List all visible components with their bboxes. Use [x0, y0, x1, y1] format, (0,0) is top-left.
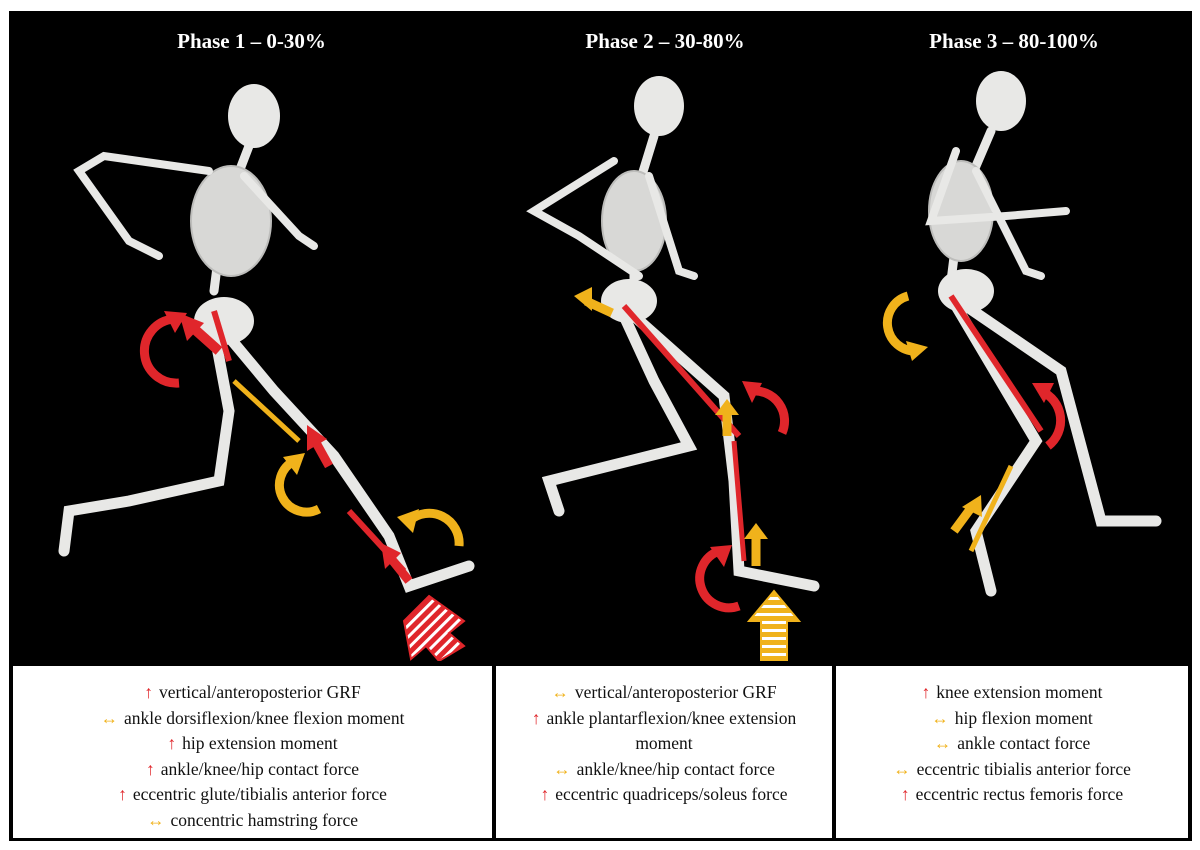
- phase-2-legend: ↔vertical/anteroposterior GRF ↑ankle pla…: [496, 666, 832, 838]
- legend-item: ↑eccentric rectus femoris force: [844, 782, 1180, 808]
- phase-2-title: Phase 2 – 30-80%: [585, 29, 745, 53]
- up-arrow-icon: ↑: [144, 682, 154, 702]
- up-arrow-icon: ↑: [167, 733, 177, 753]
- muscle-lines: [948, 294, 1044, 553]
- legend-item: ↔eccentric tibialis anterior force: [844, 757, 1180, 783]
- phase-1-panel: Phase 1 – 0-30%: [9, 11, 494, 666]
- skeleton: [925, 71, 1162, 597]
- phase-2-panel: Phase 2 – 30-80%: [494, 11, 836, 666]
- up-arrow-icon: ↑: [118, 784, 127, 804]
- legend-item: ↑eccentric glute/tibialis anterior force: [21, 782, 484, 808]
- phase-3-panel: Phase 3 – 80-100%: [836, 11, 1192, 666]
- skeleton: [526, 76, 820, 592]
- figure-frame: Phase 1 – 0-30%: [9, 11, 1192, 841]
- up-arrow-icon: ↑: [531, 707, 541, 728]
- phase-2-legend-list: ↔vertical/anteroposterior GRF ↑ankle pla…: [496, 666, 832, 808]
- legend-item: ↑eccentric quadriceps/soleus force: [518, 782, 810, 808]
- force-arrows: [574, 287, 802, 661]
- phase-1-legend: ↑vertical/anteroposterior GRF ↔ankle dor…: [13, 666, 492, 838]
- up-arrow-icon: ↑: [146, 758, 155, 779]
- force-arrows: [139, 311, 466, 661]
- left-right-arrow-icon: ↔: [933, 733, 952, 753]
- legend-item: ↔ankle/knee/hip contact force: [518, 757, 810, 783]
- phase-3-legend-list: ↑knee extension moment ↔hip flexion mome…: [836, 666, 1188, 808]
- legend-item: ↑hip extension moment: [21, 731, 484, 757]
- phase-3-skeleton-illustration: [882, 71, 1162, 597]
- phase-3-title: Phase 3 – 80-100%: [929, 29, 1099, 53]
- left-right-arrow-icon: ↔: [553, 758, 571, 779]
- left-right-arrow-icon: ↔: [931, 707, 949, 728]
- phase-1-legend-list: ↑vertical/anteroposterior GRF ↔ankle dor…: [13, 666, 492, 833]
- phase-1-title: Phase 1 – 0-30%: [177, 29, 326, 53]
- left-right-arrow-icon: ↔: [893, 758, 911, 779]
- legend-item: ↔hip flexion moment: [844, 706, 1180, 732]
- left-right-arrow-icon: ↔: [100, 707, 119, 728]
- legend-item: ↔ankle dorsiflexion/knee flexion moment: [21, 706, 484, 732]
- phase-1-skeleton-illustration: [58, 84, 475, 661]
- up-arrow-icon: ↑: [921, 682, 931, 702]
- legend-item: ↑ankle plantarflexion/knee extension mom…: [531, 707, 797, 754]
- legend-item: ↔concentric hamstring force: [21, 808, 484, 834]
- legend-item: ↑knee extension moment: [844, 680, 1180, 706]
- legend-item: ↔vertical/anteroposterior GRF: [518, 680, 810, 706]
- left-right-arrow-icon: ↔: [146, 809, 165, 830]
- phase-3-legend: ↑knee extension moment ↔hip flexion mome…: [836, 666, 1188, 838]
- up-arrow-icon: ↑: [540, 784, 550, 804]
- legend-item: ↑ankle/knee/hip contact force: [21, 757, 484, 783]
- legend-item: ↑vertical/anteroposterior GRF: [21, 680, 484, 706]
- skeleton: [58, 84, 475, 593]
- phase-2-skeleton-illustration: [526, 76, 820, 661]
- force-arrows: [882, 291, 1066, 534]
- left-right-arrow-icon: ↔: [551, 682, 569, 702]
- up-arrow-icon: ↑: [900, 784, 910, 804]
- legend-item: ↔ankle contact force: [844, 731, 1180, 757]
